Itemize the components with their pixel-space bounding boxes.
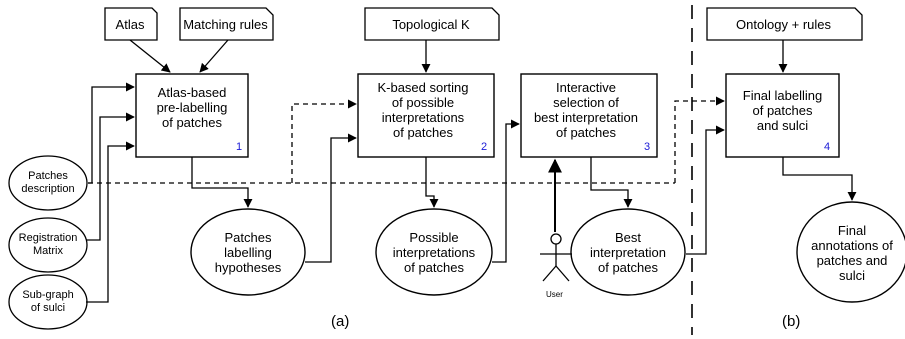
step-4-number: 4 xyxy=(824,141,831,153)
step-2-line: interpretations xyxy=(381,110,465,125)
possible-ellipse xyxy=(375,208,493,296)
final-text: Final annotations of patches and sulci xyxy=(797,223,905,283)
possible-line: interpretations xyxy=(392,245,476,260)
best-text: Best interpretation of patches xyxy=(571,230,685,275)
step-2-line: of possible xyxy=(391,95,455,110)
step-1-line: pre-labelling xyxy=(156,100,228,115)
registration-matrix-text: Registration Matrix xyxy=(9,232,87,258)
hypotheses-line: hypotheses xyxy=(214,260,282,275)
user-label: User xyxy=(546,290,563,299)
final-ellipse xyxy=(796,201,905,303)
step-3-line: selection of xyxy=(553,95,619,110)
step-3-text: Interactive selection of best interpreta… xyxy=(521,80,651,140)
hypotheses-ellipse xyxy=(190,208,306,296)
subgraph-sulci-line: Sub-graph xyxy=(22,289,74,301)
possible-text: Possible interpretations of patches xyxy=(376,230,492,275)
step-4-line: and sulci xyxy=(756,118,809,133)
step-1-text: Atlas-based pre-labelling of patches xyxy=(136,85,248,130)
subgraph-sulci-line: of sulci xyxy=(30,302,66,314)
step-2-text: K-based sorting of possible interpretati… xyxy=(358,80,488,140)
step-4-box xyxy=(725,73,840,158)
user-icon xyxy=(540,233,572,282)
possible-line: of patches xyxy=(404,260,464,275)
step-2-line: K-based sorting xyxy=(377,80,469,95)
patches-description-ellipse xyxy=(8,155,88,211)
step-3-line: of patches xyxy=(556,125,616,140)
step-2-box xyxy=(357,73,495,158)
step-3-line: best interpretation xyxy=(533,110,639,125)
atlas-label: Atlas xyxy=(115,17,145,32)
step-4-text: Final labelling of patches and sulci xyxy=(726,88,839,133)
possible-line: Possible xyxy=(409,230,459,245)
registration-matrix-ellipse xyxy=(8,217,88,273)
hypotheses-line: labelling xyxy=(224,245,272,260)
final-line: patches and xyxy=(816,253,888,268)
step-4-line: of patches xyxy=(752,103,813,118)
best-line: Best xyxy=(614,230,641,245)
step-1-number: 1 xyxy=(236,141,243,153)
step-2-number: 2 xyxy=(481,141,488,153)
hypotheses-line: Patches xyxy=(224,230,272,245)
final-line: annotations of xyxy=(811,238,893,253)
patches-description-line: description xyxy=(21,183,75,195)
topological-k-label: Topological K xyxy=(392,17,470,32)
step-4-line: Final labelling xyxy=(742,88,823,103)
best-ellipse xyxy=(570,208,686,296)
caption-a: (a) xyxy=(331,313,350,330)
atlas-note-shape xyxy=(104,7,158,41)
registration-matrix-line: Matrix xyxy=(33,245,63,257)
dashed-connectors xyxy=(88,96,725,184)
step-1-line: Atlas-based xyxy=(157,85,227,100)
solid-connectors xyxy=(86,39,857,303)
step-2-line: of patches xyxy=(393,125,453,140)
step-3-number: 3 xyxy=(644,141,651,153)
best-line: interpretation xyxy=(590,245,666,260)
registration-matrix-line: Registration xyxy=(18,232,78,244)
step-1-line: of patches xyxy=(162,115,222,130)
patches-description-line: Patches xyxy=(28,170,68,182)
patches-description-text: Patches description xyxy=(9,170,87,196)
matching-rules-label: Matching rules xyxy=(183,17,268,32)
best-line: of patches xyxy=(598,260,658,275)
matching-rules-note-shape xyxy=(179,7,274,41)
final-line: sulci xyxy=(838,268,865,283)
final-line: Final xyxy=(837,223,867,238)
step-3-box xyxy=(520,73,658,158)
step-3-line: Interactive xyxy=(556,80,616,95)
ontology-rules-note-shape xyxy=(706,7,863,41)
caption-b: (b) xyxy=(782,313,801,330)
step-1-box xyxy=(135,73,249,158)
hypotheses-text: Patches labelling hypotheses xyxy=(191,230,305,275)
subgraph-sulci-text: Sub-graph of sulci xyxy=(9,289,87,315)
ontology-rules-label: Ontology + rules xyxy=(735,17,832,32)
topological-k-note-shape xyxy=(364,7,500,41)
